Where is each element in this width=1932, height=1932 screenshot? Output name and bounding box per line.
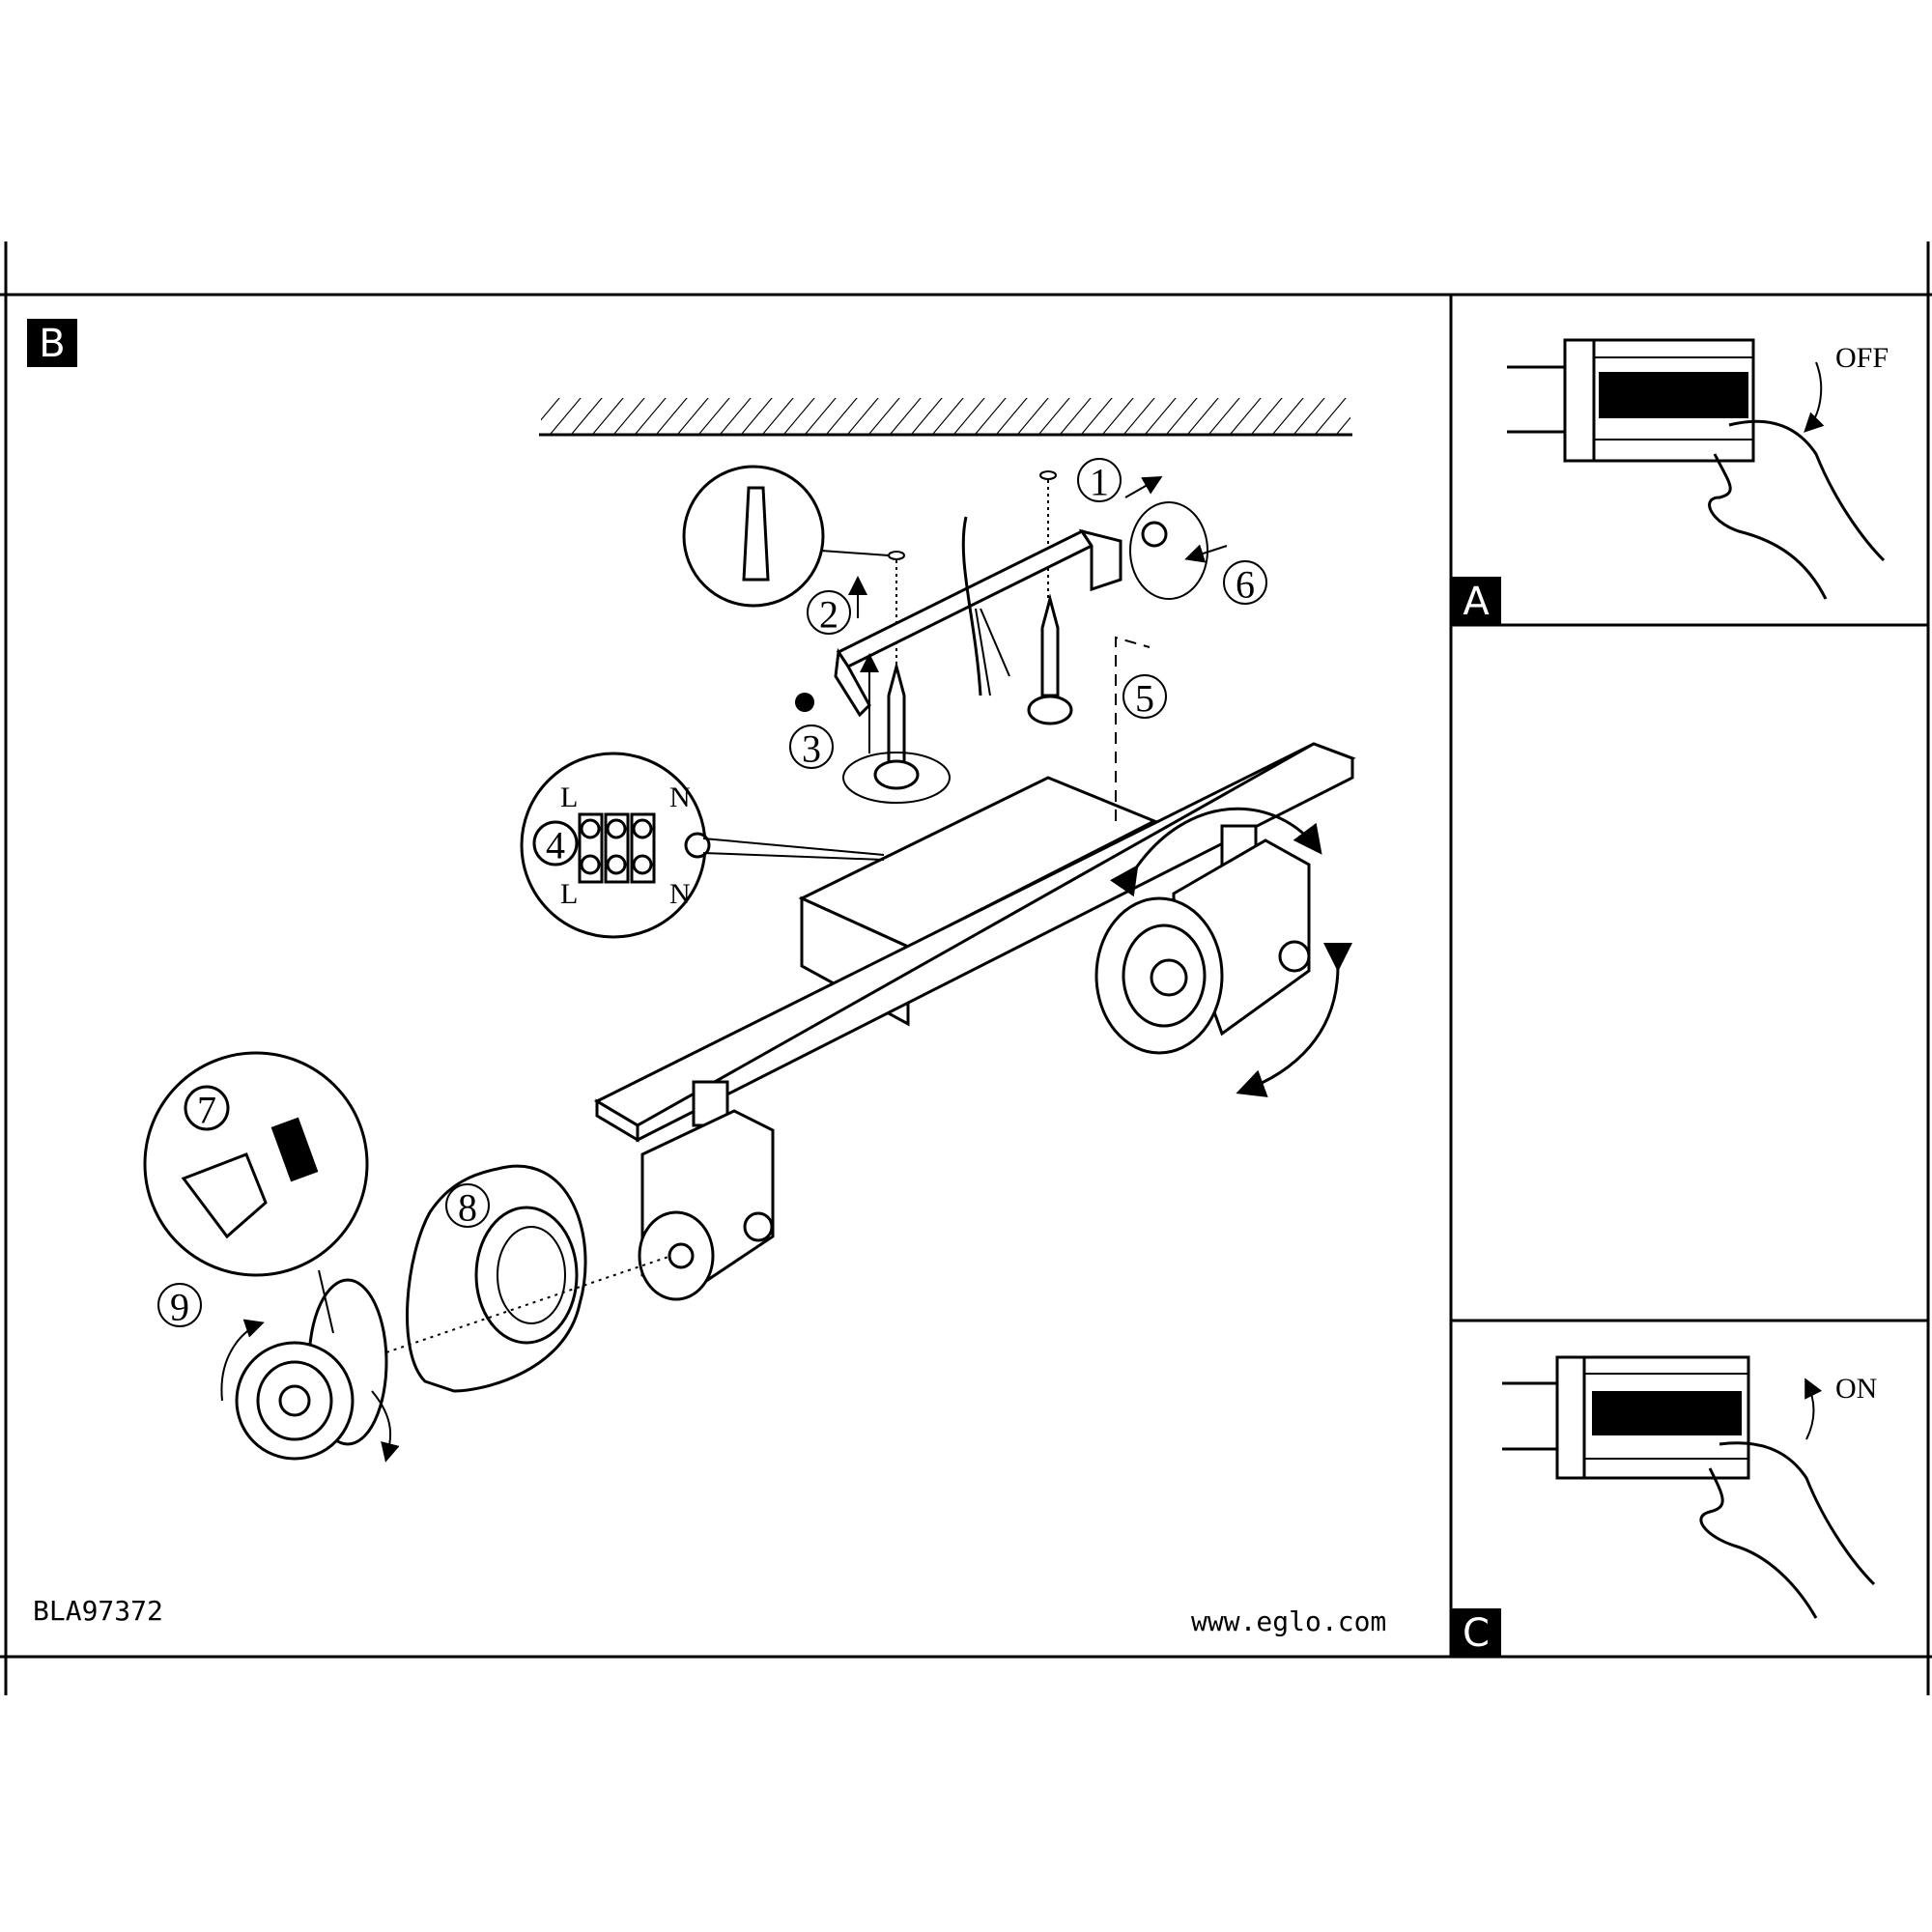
- svg-text:2: 2: [819, 593, 838, 637]
- svg-text:7: 7: [197, 1089, 216, 1132]
- panel-a-badge: A: [1451, 577, 1501, 625]
- ceiling-hatch: [539, 398, 1352, 437]
- step-2: 2: [807, 590, 851, 637]
- spotlight-right: [1094, 807, 1353, 1097]
- step-6: 6: [1223, 560, 1267, 607]
- terminal-live-in: L: [560, 781, 578, 813]
- terminal-live-out: L: [560, 878, 578, 910]
- terminal-neutral-out: N: [669, 878, 691, 910]
- step-1: 1: [1077, 458, 1122, 504]
- spotlight-left: [638, 1080, 775, 1301]
- breaker-off-illustration: OFF: [1507, 338, 1889, 600]
- step-3: 3: [789, 724, 834, 771]
- mounting-bracket: [834, 516, 1122, 718]
- svg-text:C: C: [1463, 1611, 1490, 1656]
- svg-text:B: B: [39, 322, 65, 366]
- model-number: BLA97372: [33, 1595, 163, 1627]
- step-9: 9: [157, 1283, 202, 1329]
- svg-text:4: 4: [546, 824, 565, 867]
- svg-text:9: 9: [170, 1286, 189, 1329]
- svg-text:3: 3: [802, 727, 821, 771]
- gu10-bulb: [220, 1278, 400, 1463]
- svg-text:1: 1: [1090, 461, 1109, 504]
- svg-text:8: 8: [458, 1186, 477, 1230]
- panel-b-badge: B: [27, 319, 77, 367]
- step-markers: 1 2 3 4 5 6 7 8 9: [157, 458, 1267, 1329]
- shade-ring: [385, 1164, 672, 1393]
- wall-plug-callout: [682, 465, 1057, 715]
- svg-text:5: 5: [1135, 677, 1154, 721]
- step-4: 4: [532, 820, 579, 867]
- terminal-neutral-in: N: [669, 781, 691, 813]
- terminal-block-callout: L N L N: [520, 752, 885, 939]
- svg-text:A: A: [1463, 580, 1490, 624]
- breaker-on-illustration: ON: [1502, 1355, 1877, 1619]
- off-label: OFF: [1835, 342, 1889, 374]
- screws: [795, 476, 1228, 804]
- page-frame: [0, 242, 1932, 1695]
- on-label: ON: [1835, 1373, 1877, 1405]
- website-link: www.eglo.com: [1191, 1605, 1386, 1637]
- svg-text:6: 6: [1236, 563, 1255, 607]
- step-8: 8: [445, 1183, 490, 1230]
- panel-c-badge: C: [1451, 1608, 1501, 1657]
- step-5: 5: [1122, 674, 1167, 721]
- step-7: 7: [184, 1085, 230, 1132]
